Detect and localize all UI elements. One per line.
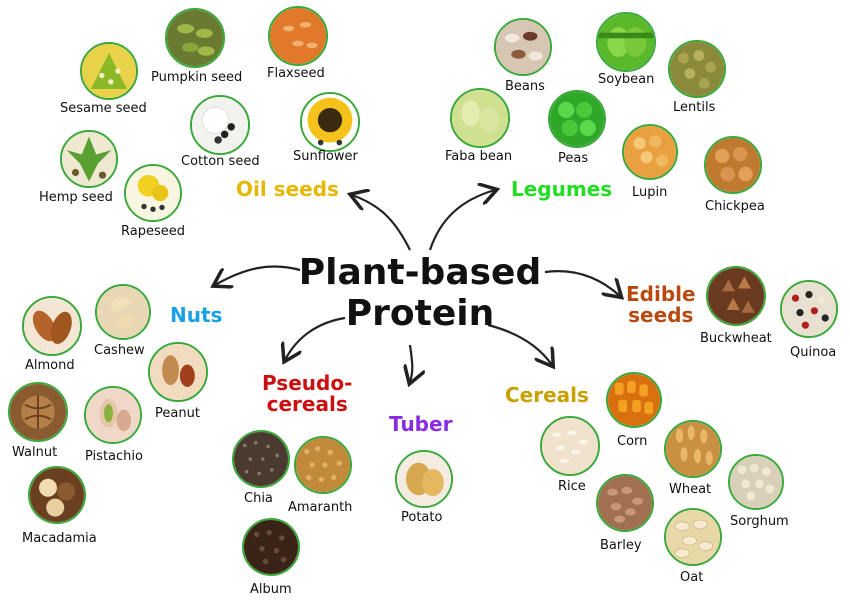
label-almond: Almond	[25, 358, 75, 373]
wheat-image	[664, 420, 722, 478]
sorghum-image	[728, 454, 784, 510]
main-title: Plant-based Protein	[290, 252, 550, 335]
label-pistachio: Pistachio	[85, 449, 143, 464]
label-lupin: Lupin	[632, 185, 668, 200]
label-amaranth: Amaranth	[288, 500, 353, 515]
label-cashew: Cashew	[94, 343, 145, 358]
label-quinoa: Quinoa	[790, 345, 837, 360]
hemp-seed-image	[60, 130, 118, 188]
lentils-image	[668, 40, 726, 98]
rapeseed-image	[124, 164, 182, 222]
label-lentils: Lentils	[673, 100, 716, 115]
arrow-to-oil-seeds	[352, 195, 411, 251]
album-image	[242, 518, 300, 576]
arrow-to-cereals	[487, 323, 552, 365]
arrow-to-tuber	[410, 344, 412, 382]
edible-seeds-line-2: seeds	[628, 303, 694, 327]
pseudo-cereals-line-2: cereals	[266, 392, 348, 416]
chia-image	[232, 430, 290, 488]
macadamia-image	[28, 466, 86, 524]
peanut-image	[148, 342, 208, 402]
arrow-to-legumes	[428, 190, 495, 251]
label-sorghum: Sorghum	[730, 514, 789, 529]
label-rice: Rice	[558, 479, 586, 494]
walnut-image	[8, 382, 68, 442]
label-wheat: Wheat	[669, 482, 712, 497]
category-tuber: Tuber	[389, 412, 453, 436]
cashew-image	[95, 284, 151, 340]
category-edible-seeds: Edible seeds	[626, 284, 696, 326]
quinoa-image	[780, 280, 838, 338]
title-line-2: Protein	[345, 293, 495, 335]
arrow-to-nuts	[215, 265, 301, 285]
cotton-seed-image	[190, 95, 250, 155]
label-hemp-seed: Hemp seed	[39, 190, 113, 205]
barley-image	[596, 474, 654, 532]
faba-bean-image	[450, 88, 510, 148]
soybean-image	[596, 12, 656, 72]
pumpkin-seed-image	[165, 8, 225, 68]
label-walnut: Walnut	[12, 445, 58, 460]
label-rapeseed: Rapeseed	[121, 224, 185, 239]
amaranth-image	[294, 436, 352, 494]
label-oat: Oat	[680, 570, 704, 585]
label-beans: Beans	[505, 79, 545, 94]
corn-image	[606, 372, 662, 428]
lupin-image	[622, 124, 678, 180]
almond-image	[22, 296, 82, 356]
label-cotton-seed: Cotton seed	[181, 154, 260, 169]
label-sunflower: Sunflower	[293, 149, 358, 164]
beans-image	[494, 18, 552, 76]
title-line-1: Plant-based	[298, 252, 542, 293]
label-flaxseed: Flaxseed	[267, 66, 325, 81]
pseudo-cereals-line-1: Pseudo-	[262, 371, 353, 395]
label-potato: Potato	[401, 510, 443, 525]
edible-seeds-line-1: Edible	[626, 282, 696, 306]
sunflower-image	[300, 92, 360, 152]
rice-image	[540, 416, 600, 476]
pistachio-image	[84, 386, 142, 444]
category-legumes: Legumes	[511, 177, 613, 201]
label-sesame-seed: Sesame seed	[60, 101, 147, 116]
label-barley: Barley	[600, 538, 642, 553]
chickpea-image	[704, 136, 762, 194]
label-chia: Chia	[244, 491, 273, 506]
label-peas: Peas	[558, 151, 589, 166]
flaxseed-image	[268, 6, 328, 66]
category-nuts: Nuts	[170, 303, 223, 327]
potato-image	[395, 450, 453, 508]
label-macadamia: Macadamia	[22, 531, 97, 546]
oat-image	[664, 508, 722, 566]
category-cereals: Cereals	[505, 383, 589, 407]
category-pseudo-cereals: Pseudo- cereals	[262, 373, 352, 415]
buckwheat-image	[706, 266, 766, 326]
sesame-seed-image	[80, 42, 138, 100]
label-soybean: Soybean	[598, 72, 655, 87]
label-chickpea: Chickpea	[705, 199, 765, 214]
peas-image	[548, 90, 606, 148]
category-oil-seeds: Oil seeds	[236, 177, 339, 201]
label-pumpkin-seed: Pumpkin seed	[151, 70, 243, 85]
label-buckwheat: Buckwheat	[700, 331, 772, 346]
label-corn: Corn	[617, 434, 648, 449]
label-peanut: Peanut	[155, 406, 200, 421]
label-faba-bean: Faba bean	[445, 149, 513, 164]
arrow-to-edible-seeds	[544, 270, 620, 296]
arrow-to-pseudo-cereals	[285, 316, 346, 360]
label-album: Album	[250, 582, 292, 597]
